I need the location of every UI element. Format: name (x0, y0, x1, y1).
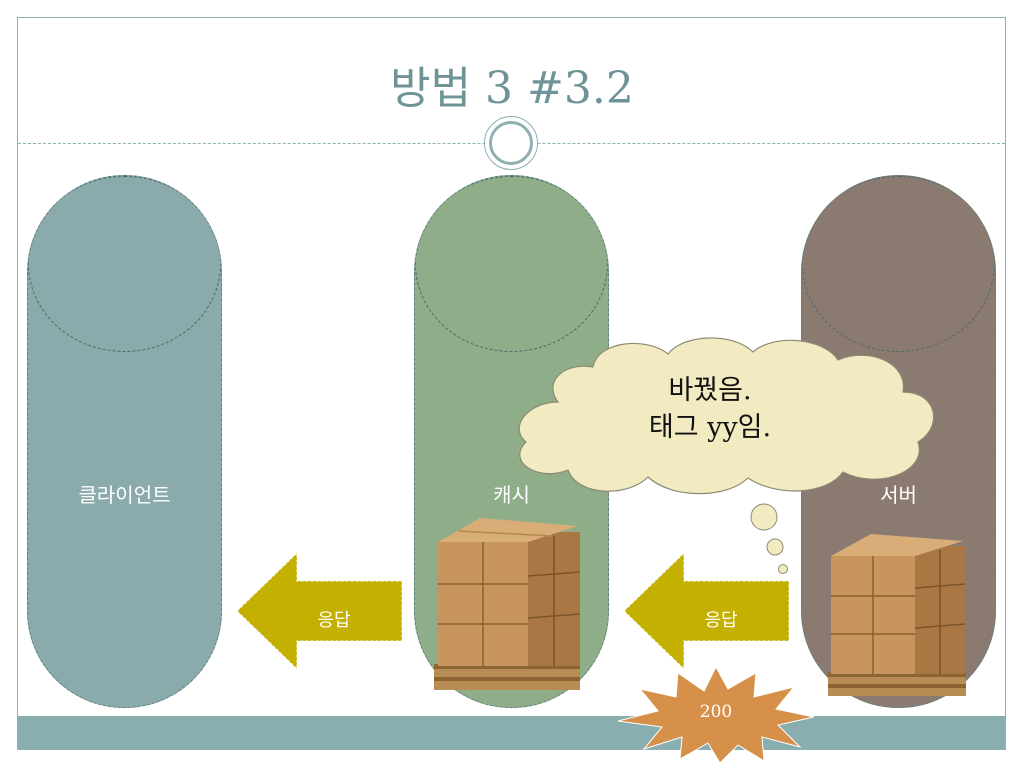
pillar-client: 클라이언트 (27, 175, 222, 708)
pillar-cache-label: 캐시 (493, 483, 530, 507)
status-starburst-icon (617, 665, 815, 764)
response-arrow-right-label: 응답 (704, 610, 738, 631)
callout-line-1: 바꿨음. (668, 375, 752, 406)
pillar-cache-cap (415, 176, 608, 352)
server-cargo-boxes-icon (828, 534, 966, 696)
response-arrow-left-label: 응답 (317, 610, 351, 631)
bottom-bar (18, 716, 1005, 749)
cache-cargo-boxes-icon (434, 518, 581, 690)
callout-text: 바꿨음. 태그 yy임. (610, 372, 810, 446)
pillar-client-label: 클라이언트 (78, 483, 171, 507)
pillar-server-label: 서버 (880, 483, 917, 507)
callout-line-2: 태그 yy임. (648, 412, 772, 443)
response-arrow-left-icon (236, 552, 403, 670)
divider-ring-inner-icon (489, 121, 533, 165)
response-arrow-right-icon (623, 552, 790, 670)
slide-frame (17, 17, 1006, 750)
status-code-label: 200 (699, 702, 733, 722)
pillar-server-cap (802, 176, 995, 352)
thought-bubble-dots-icon (750, 503, 788, 574)
pillar-client-cap (28, 176, 221, 352)
slide-title: 방법 3 #3.2 (390, 63, 634, 114)
thought-cloud-icon (518, 337, 935, 495)
